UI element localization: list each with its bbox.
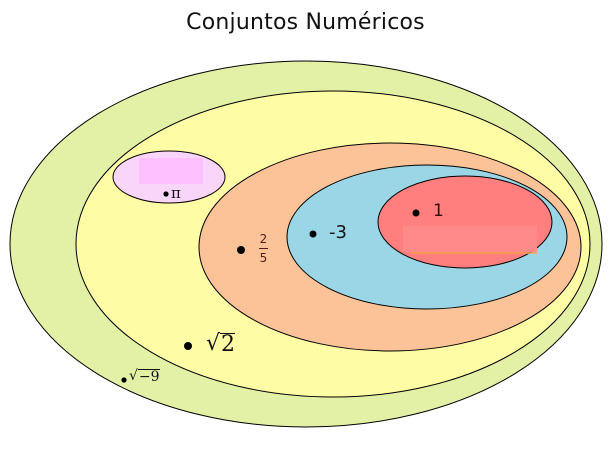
label-sqrt-two: √2 (206, 331, 236, 357)
radicand: −9 (137, 369, 160, 385)
dot-one (412, 209, 420, 217)
label-one: 1 (433, 201, 444, 221)
fraction-numerator: 2 (259, 232, 268, 246)
label-sqrt-minus-nine: √−9 (129, 369, 160, 384)
label-minus-three: -3 (329, 222, 347, 243)
dot-sqrt-two (184, 342, 192, 350)
dot-sqrt-minus-nine (121, 377, 127, 383)
dot-pi (163, 191, 169, 197)
dot-two-fifths (237, 246, 245, 254)
irrational-label-patch (139, 158, 203, 184)
fraction-denominator: 5 (259, 251, 268, 265)
radical-sign-icon: √ (206, 331, 221, 356)
fraction-bar (259, 248, 268, 249)
radicand: 2 (220, 332, 236, 357)
label-two-fifths: 2 5 (259, 233, 268, 264)
set-natural-ellipse (377, 175, 553, 269)
label-pi: π (171, 184, 181, 202)
diagram-title: Conjuntos Numéricos (186, 10, 425, 35)
natural-label-patch (403, 226, 537, 252)
dot-minus-three (309, 230, 317, 238)
radical-sign-icon: √ (129, 368, 138, 384)
